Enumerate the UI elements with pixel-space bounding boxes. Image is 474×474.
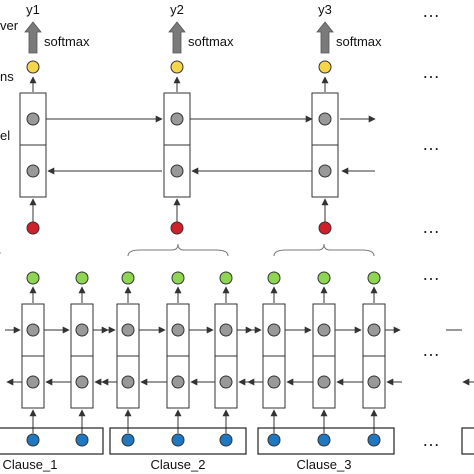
output-arrow xyxy=(24,21,42,54)
forward-hidden-node xyxy=(317,323,331,337)
ellipsis: … xyxy=(422,217,442,237)
clause-3-box xyxy=(257,427,395,455)
word-input-node xyxy=(267,433,281,447)
ellipsis: … xyxy=(422,340,442,360)
braces xyxy=(0,243,375,257)
brace-clause-2 xyxy=(127,243,229,257)
output-node xyxy=(318,60,332,74)
word-column xyxy=(312,271,336,447)
forward-hidden-node xyxy=(171,323,185,337)
forward-hidden-node xyxy=(367,323,381,337)
output-label: y2 xyxy=(170,2,184,17)
ellipsis: … xyxy=(422,430,442,450)
word-attention-node xyxy=(171,271,185,285)
clause-boxes xyxy=(0,427,474,455)
word-attention-node xyxy=(267,271,281,285)
backward-hidden-node xyxy=(267,375,281,389)
word-attention-node xyxy=(367,271,381,285)
word-attention-node xyxy=(26,271,40,285)
clause-column: y3 softmax xyxy=(311,2,382,235)
word-input-node xyxy=(121,433,135,447)
lower-recurrent-arrows xyxy=(5,326,474,386)
word-input-node xyxy=(317,433,331,447)
clause-label: Clause_1 xyxy=(3,457,58,472)
clause-level-label: el xyxy=(0,128,10,143)
backward-hidden-node xyxy=(26,164,40,178)
word-attention-node xyxy=(219,271,233,285)
forward-hidden-node xyxy=(75,323,89,337)
forward-hidden-node xyxy=(121,323,135,337)
word-column xyxy=(70,271,94,447)
ellipsis: … xyxy=(422,62,442,82)
brace-clause-3 xyxy=(273,243,375,257)
word-column xyxy=(214,271,238,447)
backward-hidden-node xyxy=(219,375,233,389)
word-input-node xyxy=(367,433,381,447)
output-arrow xyxy=(168,21,186,54)
forward-hidden-node xyxy=(318,112,332,126)
backward-hidden-node xyxy=(121,375,135,389)
forward-hidden-node xyxy=(170,112,184,126)
clause-vector-node xyxy=(26,221,40,235)
word-column xyxy=(166,271,190,447)
backward-hidden-node xyxy=(170,164,184,178)
word-input-node xyxy=(171,433,185,447)
word-input-node xyxy=(219,433,233,447)
softmax-label: softmax xyxy=(188,34,234,49)
output-node xyxy=(170,60,184,74)
word-column xyxy=(362,271,386,447)
clause-vector-node xyxy=(170,221,184,235)
word-column xyxy=(262,271,286,447)
clause-level-bilstm: y1 softmax y2 softmax y3 softmax xyxy=(19,2,382,235)
clause-label: Clause_2 xyxy=(151,457,206,472)
backward-hidden-node xyxy=(26,375,40,389)
output-node xyxy=(26,60,40,74)
clause-column: y2 softmax xyxy=(163,2,234,235)
word-attention-node xyxy=(317,271,331,285)
softmax-label: softmax xyxy=(44,34,90,49)
backward-hidden-node xyxy=(171,375,185,389)
word-column xyxy=(21,271,45,447)
output-label: y3 xyxy=(318,2,332,17)
word-attention-node xyxy=(121,271,135,285)
backward-hidden-node xyxy=(318,164,332,178)
clause-column: y1 softmax xyxy=(19,2,90,235)
clause-vector-node xyxy=(318,221,332,235)
backward-hidden-node xyxy=(75,375,89,389)
attentions-label: ns xyxy=(0,69,14,84)
backward-hidden-node xyxy=(367,375,381,389)
softmax-label: softmax xyxy=(336,34,382,49)
ellipsis: … xyxy=(422,134,442,154)
output-arrow xyxy=(316,21,334,54)
forward-hidden-node xyxy=(26,323,40,337)
upper-recurrent-arrows xyxy=(46,115,376,175)
word-input-node xyxy=(26,433,40,447)
clause-1-box xyxy=(0,427,104,455)
word-attention-node xyxy=(75,271,89,285)
backward-hidden-node xyxy=(317,375,331,389)
output-label: y1 xyxy=(26,2,40,17)
clause-label: Clause_3 xyxy=(297,457,352,472)
forward-hidden-node xyxy=(219,323,233,337)
forward-hidden-node xyxy=(267,323,281,337)
ellipsis-column: … … … … … … … xyxy=(422,1,442,450)
ellipsis: … xyxy=(422,1,442,21)
clause-2-box xyxy=(109,427,247,455)
output-layer-label: ver xyxy=(0,18,19,33)
forward-hidden-node xyxy=(26,112,40,126)
word-input-node xyxy=(75,433,89,447)
word-level-bilstm xyxy=(5,271,474,447)
clause-next-box xyxy=(461,427,474,455)
word-column xyxy=(116,271,140,447)
ellipsis: … xyxy=(422,264,442,284)
